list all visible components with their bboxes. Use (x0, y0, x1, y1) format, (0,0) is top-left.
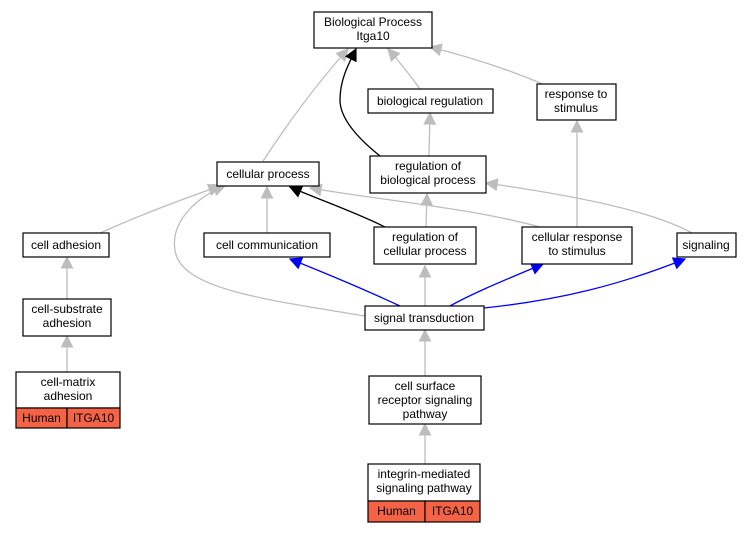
edge-regulation-bp-to-biological-regulation (423, 111, 437, 157)
node-signaling[interactable]: signaling (676, 232, 737, 258)
tag-integrin-mediated-signaling-pathway: Human ITGA10 (367, 500, 481, 523)
tag-organism-label: Human (22, 411, 61, 425)
node-cell-matrix-adhesion[interactable]: cell-matrix adhesion (15, 371, 121, 409)
tag-cell-matrix-adhesion: Human ITGA10 (15, 407, 121, 429)
edge-biological-regulation-to-root (387, 48, 421, 90)
node-cell-communication[interactable]: cell communication (203, 232, 331, 258)
node-label: cell surface (395, 379, 456, 393)
node-label: regulation of (395, 159, 462, 173)
node-label: cell adhesion (31, 238, 101, 252)
node-regulation-of-biological-process[interactable]: regulation of biological process (369, 155, 487, 194)
node-label: adhesion (44, 389, 93, 403)
node-label: signaling pathway (376, 481, 471, 495)
edge-signal-transduction-to-cell-communication (288, 257, 401, 307)
node-label: to stimulus (548, 244, 605, 258)
node-label: biological regulation (377, 94, 483, 108)
tag-gene-label: ITGA10 (432, 504, 474, 518)
node-label: adhesion (43, 316, 92, 330)
edge-cellular-process-to-root (262, 48, 349, 162)
node-label: cellular process (226, 167, 309, 181)
tag-gene-label: ITGA10 (73, 411, 115, 425)
edge-signaling-to-regulation-bp (484, 178, 693, 234)
tag-gene (424, 500, 481, 523)
tag-gene (66, 407, 121, 429)
node-cellular-process[interactable]: cellular process (216, 161, 320, 187)
node-label: response to (545, 87, 608, 101)
node-signal-transduction[interactable]: signal transduction (364, 305, 485, 331)
node-label: stimulus (554, 101, 598, 115)
tag-organism-label: Human (377, 504, 416, 518)
node-label: signaling (682, 238, 729, 252)
node-label: receptor signaling (378, 393, 473, 407)
node-label: cellular response (532, 230, 623, 244)
node-label: pathway (403, 407, 448, 421)
node-label: Biological Process (324, 15, 422, 29)
node-label: cell-matrix (41, 375, 96, 389)
node-biological-regulation[interactable]: biological regulation (367, 88, 494, 114)
node-label: biological process (380, 173, 475, 187)
node-cell-adhesion[interactable]: cell adhesion (22, 232, 110, 258)
node-regulation-of-cellular-process[interactable]: regulation of cellular process (373, 226, 477, 265)
edge-regulation-cp-to-cellular-process (288, 185, 386, 228)
node-cell-surface-receptor-signaling-pathway[interactable]: cell surface receptor signaling pathway (368, 375, 482, 425)
node-response-to-stimulus[interactable]: response to stimulus (536, 83, 617, 121)
edge-regulation-cp-to-regulation-bp (420, 192, 434, 228)
node-label: cell-substrate (31, 302, 103, 316)
node-root[interactable]: Biological Process Itga10 (313, 11, 433, 49)
edges (60, 43, 693, 464)
edge-cellular-response-to-cellular-process (308, 183, 541, 228)
node-label: integrin-mediated (378, 467, 471, 481)
node-label: Itga10 (356, 29, 390, 43)
node-label: regulation of (392, 230, 459, 244)
node-label: cell communication (216, 238, 318, 252)
node-cell-substrate-adhesion[interactable]: cell-substrate adhesion (22, 298, 112, 337)
node-label: signal transduction (374, 311, 474, 325)
edge-signal-transduction-to-cellular-response (449, 262, 545, 307)
node-integrin-mediated-signaling-pathway[interactable]: integrin-mediated signaling pathway (367, 463, 481, 502)
edge-response-to-stimulus-to-root (428, 43, 546, 86)
edge-signal-transduction-to-signaling (483, 257, 687, 309)
node-label: cellular process (383, 244, 466, 258)
node-cellular-response-to-stimulus[interactable]: cellular response to stimulus (521, 226, 633, 265)
edge-regulation-bp-to-root (339, 47, 381, 157)
edge-cell-adhesion-to-cellular-process (99, 183, 222, 234)
edge-signal-transduction-to-cellular-process (173, 183, 366, 317)
